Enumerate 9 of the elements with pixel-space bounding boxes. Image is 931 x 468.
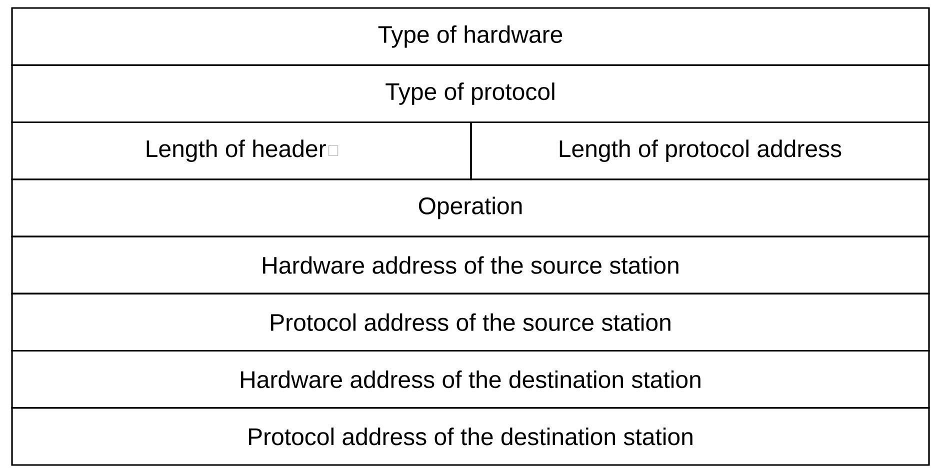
table-cell: Operation [11, 178, 930, 238]
table-cell: Hardware address of the source station [11, 236, 930, 294]
table-cell: Type of hardware [11, 7, 930, 66]
table-cell: Hardware address of the destination station [11, 350, 930, 409]
table-cell: Length of header [11, 121, 472, 180]
table-cell: Length of protocol address [470, 121, 930, 180]
table-cell: Protocol address of the destination station [11, 407, 930, 466]
table-cell: Protocol address of the source station [11, 292, 930, 352]
table-cell: Type of protocol [11, 64, 930, 124]
